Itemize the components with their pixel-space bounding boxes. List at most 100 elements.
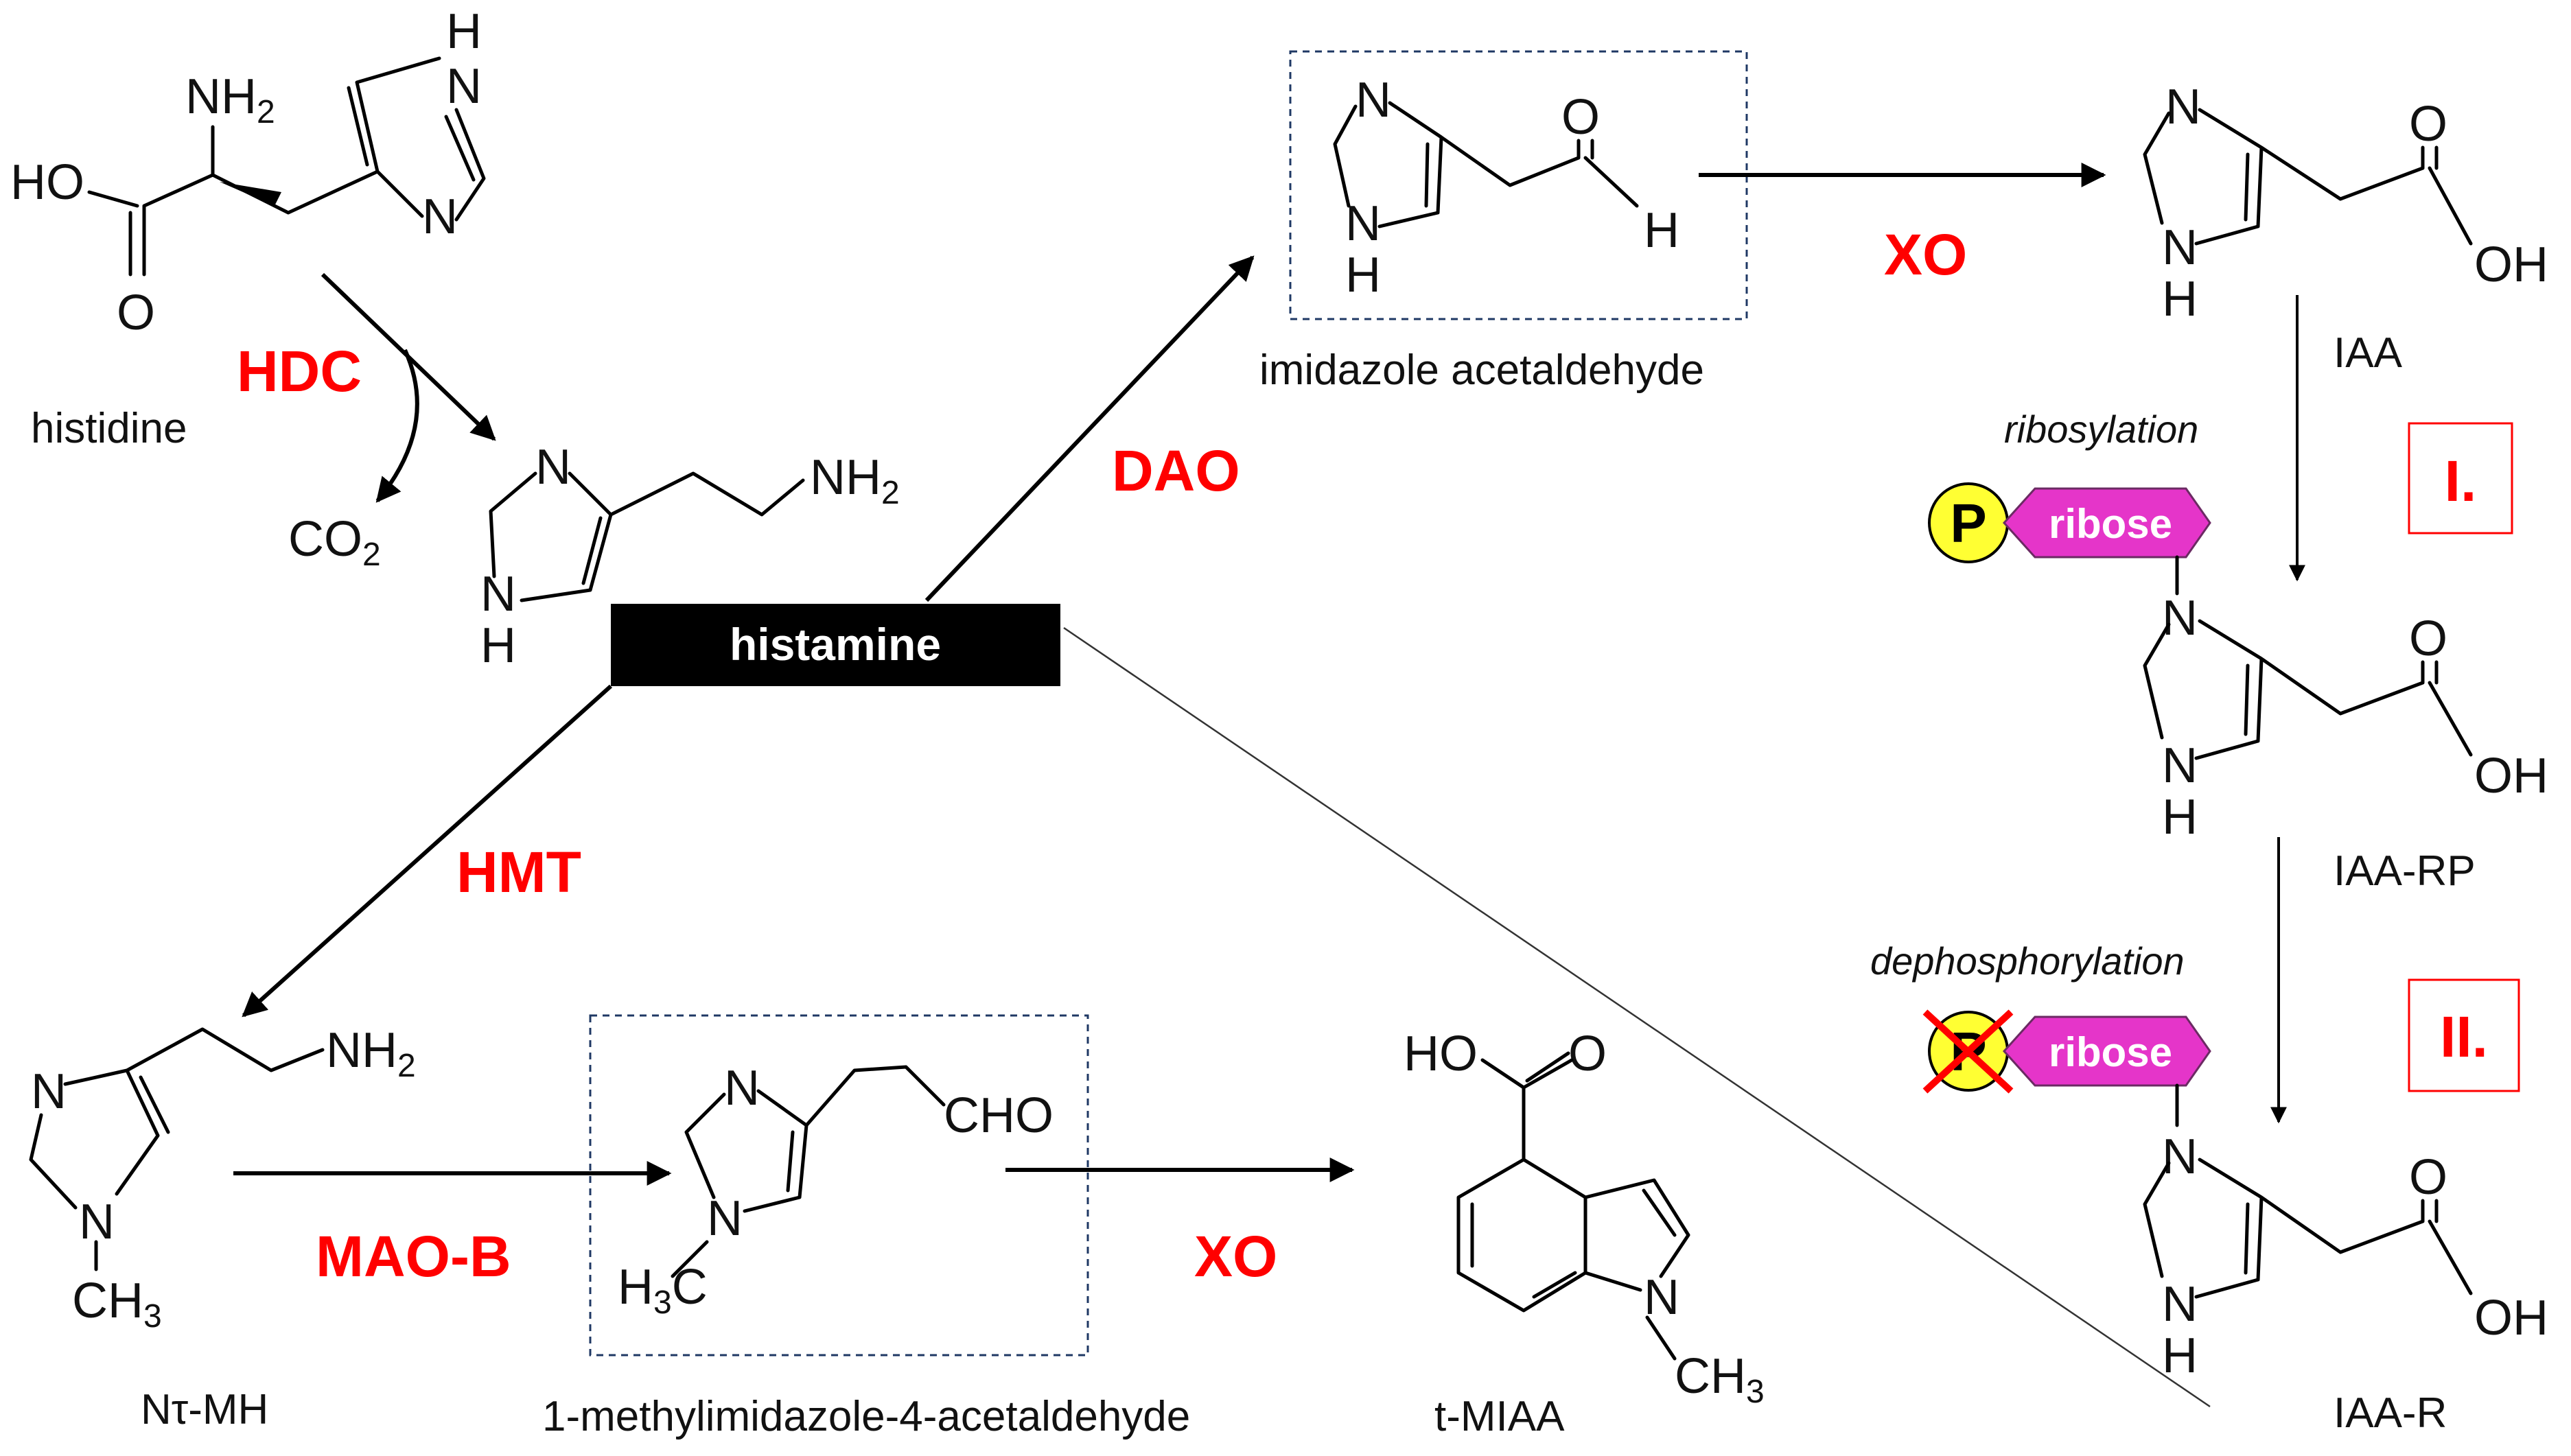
imidazole-acetaldehyde-label: imidazole acetaldehyde — [1259, 347, 1704, 394]
ia-bonds — [1333, 101, 1639, 228]
hmt-arrow — [242, 684, 613, 1018]
histidine-o: O — [117, 285, 155, 340]
ia-hald: H — [1644, 203, 1679, 258]
ribose-shape-2 — [2002, 1015, 2211, 1087]
histamine-box — [611, 604, 1060, 686]
ntmh-n3: N — [31, 1064, 67, 1119]
iaar-n3: N — [2162, 1129, 2198, 1184]
histamine-nh2: NH2 — [810, 450, 900, 511]
iaar-h: H — [2162, 1328, 2198, 1383]
ia-n3: N — [1356, 73, 1391, 128]
ia-o: O — [1561, 90, 1600, 145]
iaa-r-structure: N N H O OH — [2143, 1129, 2548, 1383]
mia-cho: CHO — [944, 1088, 1054, 1143]
iaar-oh: OH — [2474, 1291, 2548, 1346]
histidine-nh2: NH2 — [185, 69, 275, 130]
nt-mh-structure: N N CH3 NH2 — [29, 1023, 416, 1335]
iaa-h: H — [2162, 272, 2198, 327]
histidine-ho: HO — [10, 155, 84, 210]
tmiaa-bonds — [1456, 1051, 1690, 1361]
histamine-n3: N — [535, 440, 571, 495]
co2-molecule: CO2 — [288, 512, 381, 573]
histidine-n3: N — [422, 189, 458, 244]
histidine-wedge — [220, 182, 281, 206]
iaa-oh: OH — [2474, 237, 2548, 292]
ribosylation-label: ribosylation — [2004, 408, 2198, 451]
histidine-structure: NH2 HO O H N N histidine — [10, 4, 486, 452]
xo-bottom-enzyme: XO — [1194, 1224, 1277, 1289]
connector-line — [1063, 626, 2211, 1408]
dephosphorylation-label: dephosphorylation — [1870, 939, 2185, 983]
iaarp-o: O — [2409, 611, 2447, 666]
ribose-phosphate-group-2: P ribose — [1922, 1009, 2211, 1127]
iaa-n1: N — [2162, 220, 2198, 275]
mia-n1: N — [707, 1191, 743, 1246]
imidazole-acetaldehyde-box — [1289, 50, 1748, 320]
ntmh-bonds — [29, 1027, 325, 1271]
methylimidazole-acetaldehyde-box — [589, 1014, 1089, 1357]
hmt-enzyme: HMT — [456, 840, 581, 904]
ia-h: H — [1345, 248, 1381, 303]
iaa-label: IAA — [2334, 329, 2403, 377]
methylimidazole-acetaldehyde-structure: N N H3C CHO — [618, 1061, 1054, 1321]
tmiaa-ch3: CH3 — [1675, 1349, 1765, 1410]
methylimidazole-acetaldehyde-label: 1-methylimidazole-4-acetaldehyde — [542, 1393, 1190, 1440]
histidine-label: histidine — [31, 405, 187, 452]
iaar-n1: N — [2162, 1277, 2198, 1332]
ntmh-nh2: NH2 — [326, 1023, 416, 1084]
remove-cross-icon — [1922, 1009, 2014, 1094]
ia-n1: N — [1345, 196, 1381, 251]
iaa-r-label: IAA-R — [2334, 1389, 2447, 1437]
xo-top-enzyme: XO — [1884, 222, 1967, 287]
t-miaa-structure: HO O N CH3 — [1404, 1026, 1765, 1410]
step-1-label: I. — [2445, 449, 2477, 513]
iaarp-n3: N — [2162, 591, 2198, 646]
ribose-shape-1 — [2002, 487, 2211, 559]
ribose-label-1: ribose — [2049, 501, 2172, 547]
iaa-o: O — [2409, 97, 2447, 152]
tmiaa-ho: HO — [1404, 1026, 1478, 1081]
tmiaa-n: N — [1644, 1270, 1679, 1325]
mia-n3: N — [724, 1061, 760, 1116]
iaa-rp-label: IAA-RP — [2334, 847, 2476, 895]
iaa-rp-structure: N N H O OH — [2143, 591, 2548, 845]
iaar-o: O — [2409, 1150, 2447, 1205]
histamine-structure: N N H NH2 — [480, 440, 900, 673]
histidine-n1: N — [446, 59, 482, 114]
iaarp-bonds — [2143, 619, 2473, 760]
dao-enzyme: DAO — [1112, 438, 1240, 503]
tmiaa-o: O — [1568, 1026, 1607, 1081]
iaar-bonds — [2143, 1158, 2473, 1299]
mao-b-enzyme: MAO-B — [316, 1224, 511, 1289]
iaa-structure: N N H O OH — [2143, 80, 2548, 327]
histamine-h: H — [480, 618, 516, 673]
dao-arrow — [924, 255, 1255, 602]
ntmh-ch3: CH3 — [72, 1273, 162, 1335]
t-miaa-label: t-MIAA — [1434, 1393, 1565, 1440]
histidine-h: H — [446, 4, 482, 59]
co2-release-arrow — [375, 349, 419, 503]
step-2-box — [2408, 978, 2520, 1092]
histamine-n1: N — [480, 567, 516, 622]
phosphate-label-1: P — [1950, 493, 1986, 554]
hdc-enzyme: HDC — [237, 339, 362, 403]
ntmh-n1: N — [79, 1195, 115, 1249]
iaarp-oh: OH — [2474, 749, 2548, 803]
ribose-phosphate-group-1: P ribose — [1928, 482, 2211, 596]
histamine-bonds — [489, 471, 805, 602]
histamine-label: histamine — [730, 619, 941, 670]
iaarp-h: H — [2162, 790, 2198, 845]
histidine-bonds — [87, 56, 486, 277]
iaarp-n1: N — [2162, 738, 2198, 793]
step-2-label: II. — [2440, 1005, 2488, 1069]
iaa-bonds — [2143, 108, 2473, 246]
ribose-label-2: ribose — [2049, 1029, 2172, 1075]
iaa-n3: N — [2165, 80, 2201, 134]
nt-mh-label: Nτ-MH — [141, 1386, 268, 1433]
mia-bonds — [671, 1065, 946, 1278]
step-1-box — [2408, 422, 2513, 535]
mia-h3c: H3C — [618, 1260, 708, 1321]
imidazole-acetaldehyde-structure: N N H O H — [1333, 73, 1679, 303]
